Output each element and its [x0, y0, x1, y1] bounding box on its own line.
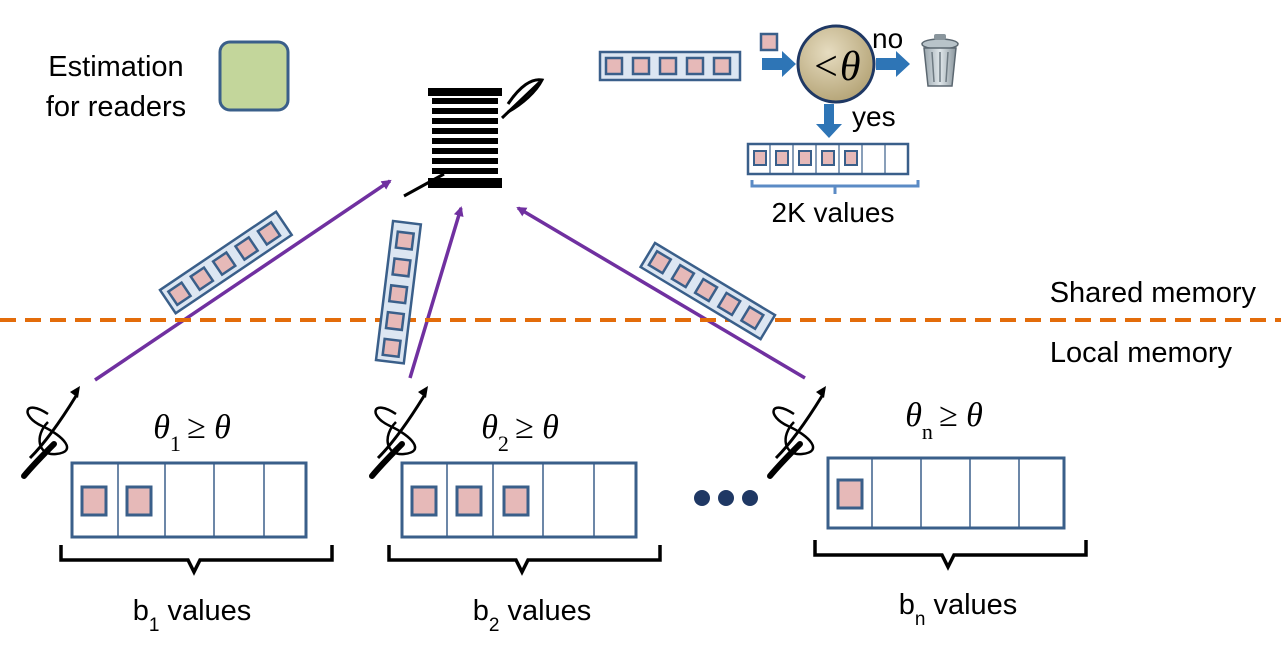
arrow-to-trash-icon	[876, 51, 910, 77]
legend-swatch	[218, 40, 290, 112]
candidate-item	[759, 32, 779, 52]
legend-label-line2: for readers	[46, 91, 186, 123]
legend-label-line1: Estimation	[48, 51, 183, 83]
transit-strip-2	[374, 219, 423, 365]
needle-icon	[770, 386, 826, 476]
flow-arrow-2	[408, 206, 464, 379]
buffer-2-brace	[387, 545, 662, 576]
buffer-2-threshold: θ2≥ θ	[481, 409, 559, 456]
flow-arrow-3	[516, 206, 806, 380]
local-memory-label: Local memory	[1050, 337, 1233, 369]
no-label: no	[872, 23, 903, 54]
yes-label: yes	[852, 101, 896, 132]
buffer-1-threshold: θ1≥ θ	[153, 409, 231, 456]
sample-buffer	[746, 142, 910, 176]
buffer-1	[70, 461, 308, 539]
buffer-n-threshold: θn≥ θ	[905, 397, 983, 444]
buffer-1-brace	[59, 545, 334, 576]
flow-arrow-1	[94, 179, 392, 382]
arrow-down-icon	[816, 104, 842, 138]
threshold-symbol: <θ	[812, 44, 861, 90]
trash-can-icon	[921, 34, 959, 87]
threshold-node	[796, 24, 876, 104]
buffer-n	[826, 456, 1066, 530]
spool-icon	[403, 78, 545, 198]
ellipsis-icon	[694, 490, 758, 506]
buffer-n-brace	[813, 540, 1088, 571]
incoming-strip	[598, 50, 742, 82]
sample-label: 2K values	[772, 197, 895, 228]
buffer-2	[400, 461, 638, 539]
shared-memory-label: Shared memory	[1050, 277, 1257, 309]
sample-brace	[750, 180, 920, 194]
arrow-to-threshold-icon	[762, 51, 796, 77]
